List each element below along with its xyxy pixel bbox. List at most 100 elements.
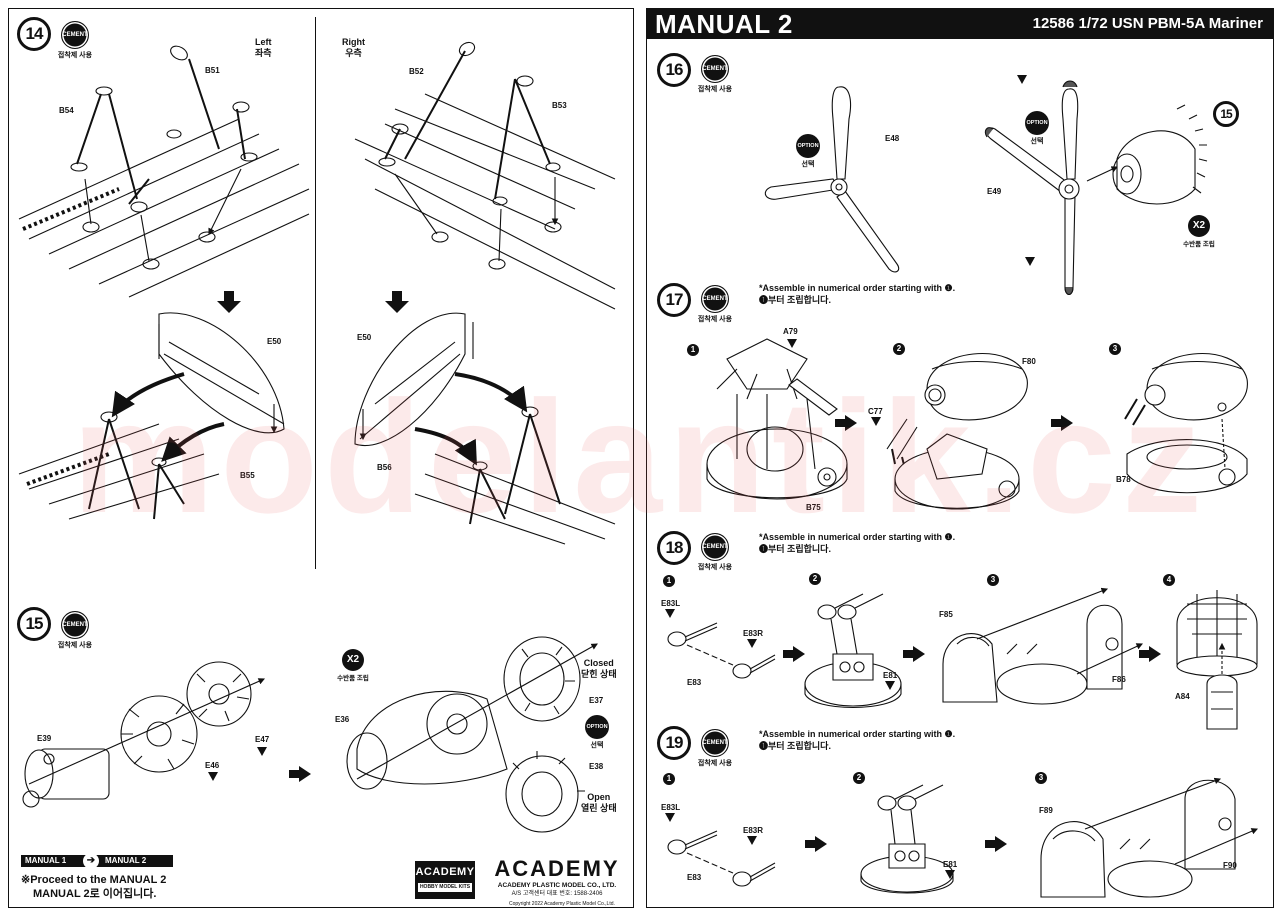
right-label-kr: 우측 bbox=[345, 48, 362, 58]
step-15-cement: CEMENT 접착제 사용 bbox=[49, 611, 101, 650]
gun-mount-drawing-19 bbox=[857, 779, 967, 899]
cement-icon: CEMENT bbox=[701, 285, 729, 313]
part-c77-label: C77 bbox=[868, 407, 883, 416]
turret-final-drawing-18 bbox=[1167, 584, 1267, 754]
part-e50-left-label: E50 bbox=[267, 337, 282, 346]
turret-assembly-drawing-3 bbox=[1117, 339, 1267, 509]
step-15-reference: 15 bbox=[1213, 101, 1239, 127]
copyright-text: Copyright 2022 Academy Plastic Model Co.… bbox=[509, 901, 615, 907]
step-19-sub-1: 1 bbox=[663, 773, 675, 785]
step-14-cement: CEMENT 접착제 사용 bbox=[49, 21, 101, 60]
engine-assembly-drawing bbox=[9, 649, 266, 829]
step-19-number: 19 bbox=[657, 726, 691, 760]
manual-left-page: 14 CEMENT 접착제 사용 Left 좌측 Right 우측 bbox=[8, 8, 634, 908]
turret-assembly-drawing-2 bbox=[867, 339, 1047, 519]
cement-icon: CEMENT bbox=[61, 21, 89, 49]
part-a84-label: A84 bbox=[1175, 692, 1190, 701]
step-14-divider bbox=[315, 17, 316, 569]
x2-icon: X2 bbox=[1188, 215, 1210, 237]
left-label-en: Left bbox=[255, 37, 272, 47]
part-e83l-tag-icon bbox=[665, 609, 675, 618]
left-side-label: Left 좌측 bbox=[255, 37, 272, 59]
part-b55-label: B55 bbox=[240, 471, 255, 480]
part-b56-label: B56 bbox=[377, 463, 392, 472]
cement-caption: 접착제 사용 bbox=[57, 52, 93, 59]
arrow-right-icon: ➔ bbox=[83, 853, 99, 869]
step-16-option-right: OPTION 선택 bbox=[1017, 111, 1057, 146]
step-18-number: 18 bbox=[657, 531, 691, 565]
part-e81-tag-icon bbox=[885, 681, 895, 690]
cement-caption: 접착제 사용 bbox=[57, 642, 93, 649]
part-f86-label: F86 bbox=[1112, 675, 1126, 684]
x2-icon: X2 bbox=[342, 649, 364, 671]
part-e37-label: E37 bbox=[589, 696, 604, 705]
part-a79-label: A79 bbox=[783, 327, 798, 336]
academy-box-title: ACADEMY bbox=[415, 866, 475, 878]
step-18-sub-4: 4 bbox=[1163, 574, 1175, 586]
gun-parts-drawing-18 bbox=[657, 609, 777, 689]
kit-title: 12586 1/72 USN PBM-5A Mariner bbox=[1032, 15, 1263, 32]
propeller-e48-drawing bbox=[757, 79, 927, 279]
part-e83l-label: E83L bbox=[661, 599, 681, 608]
option-caption: 선택 bbox=[801, 161, 815, 168]
part-e83-label: E83 bbox=[687, 678, 702, 687]
step-18-sub-1: 1 bbox=[663, 575, 675, 587]
step-17-number: 17 bbox=[657, 283, 691, 317]
step-18-arrow-1 bbox=[783, 646, 805, 662]
cowl-closed-label: Closed 닫힌 상태 bbox=[581, 658, 617, 680]
manual-header-bar: MANUAL 2 12586 1/72 USN PBM-5A Mariner bbox=[647, 9, 1273, 39]
cement-icon: CEMENT bbox=[61, 611, 89, 639]
step-15-right-arrow bbox=[289, 766, 311, 782]
cement-icon: CEMENT bbox=[701, 729, 729, 757]
proceed-note-en: ※Proceed to the MANUAL 2 bbox=[21, 874, 167, 886]
option-icon: OPTION bbox=[796, 134, 820, 158]
step-19-note-kr: ❶부터 조립합니다. bbox=[759, 741, 831, 751]
part-e46-label: E46 bbox=[205, 761, 220, 770]
step-17-arrow-1 bbox=[835, 415, 857, 431]
cement-caption: 접착제 사용 bbox=[697, 316, 733, 323]
option-caption: 선택 bbox=[590, 742, 604, 749]
part-f89-label: F89 bbox=[1039, 806, 1053, 815]
cowl-open-label: Open 열린 상태 bbox=[581, 792, 617, 814]
step-16-x2: X2 수반품 조립 bbox=[1174, 215, 1224, 248]
gun-mount-drawing-18 bbox=[803, 584, 913, 714]
option-caption: 선택 bbox=[1030, 138, 1044, 145]
proceed-note: ※Proceed to the MANUAL 2 MANUAL 2로 이어집니다… bbox=[21, 873, 166, 901]
step-14-right-down-arrow bbox=[385, 291, 409, 313]
part-a79-tag-icon bbox=[787, 339, 797, 348]
closed-label-kr: 닫힌 상태 bbox=[581, 669, 617, 679]
part-e36-label: E36 bbox=[335, 715, 350, 724]
step-18-cement: CEMENT 접착제 사용 bbox=[689, 533, 741, 572]
step-18-note: *Assemble in numerical order starting wi… bbox=[759, 531, 955, 555]
step-19-arrow-1 bbox=[805, 836, 827, 852]
step-19-sub-3: 3 bbox=[1035, 772, 1047, 784]
part-b51-label: B51 bbox=[205, 66, 220, 75]
part-e83r-label: E83R bbox=[743, 629, 764, 638]
academy-box-logo: ACADEMY HOBBY MODEL KITS bbox=[415, 861, 475, 899]
right-float-drawing bbox=[315, 304, 634, 544]
x2-caption: 수반품 조립 bbox=[337, 675, 369, 682]
step-18-arrow-3 bbox=[1139, 646, 1161, 662]
step-17-note-kr: ❶부터 조립합니다. bbox=[759, 295, 831, 305]
closed-label-en: Closed bbox=[583, 658, 614, 668]
step-15-option: OPTION 선택 bbox=[577, 715, 617, 750]
left-float-drawing bbox=[9, 304, 315, 544]
part-e49-label: E49 bbox=[987, 187, 1002, 196]
part-e81-label: E81 bbox=[883, 671, 898, 680]
manual-2-label: MANUAL 2 bbox=[105, 856, 147, 865]
part-f90-label: F90 bbox=[1223, 861, 1237, 870]
part-c77-tag-icon bbox=[871, 417, 881, 426]
part-e81-tag-icon-19 bbox=[945, 870, 955, 879]
left-strut-drawing bbox=[9, 39, 315, 309]
step-18-note-kr: ❶부터 조립합니다. bbox=[759, 544, 831, 554]
cement-caption: 접착제 사용 bbox=[697, 760, 733, 767]
open-label-kr: 열린 상태 bbox=[581, 803, 617, 813]
part-e50-right-label: E50 bbox=[357, 333, 372, 342]
marker-1-top-icon bbox=[1017, 75, 1027, 84]
step-17-note-en: *Assemble in numerical order starting wi… bbox=[759, 283, 956, 293]
part-e46-tag-icon bbox=[208, 772, 218, 781]
turret-enclosure-drawing-19 bbox=[1035, 777, 1259, 904]
academy-service-number: A/S 고객센터 대표 번호: 1588-2406 bbox=[511, 891, 603, 897]
step-17-sub-1: 1 bbox=[687, 344, 699, 356]
step-15-number: 15 bbox=[17, 607, 51, 641]
